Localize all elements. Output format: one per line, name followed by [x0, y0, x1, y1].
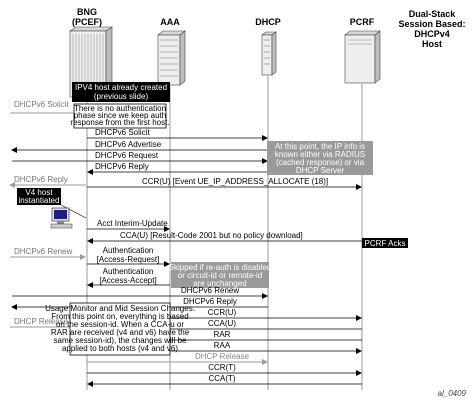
usage-monitor-note [69, 302, 171, 356]
aaa-label: AAA [160, 17, 180, 27]
host-label-3: DHCPv4 [414, 29, 450, 39]
ip-info-note [267, 141, 373, 175]
ipv4-host-note-line1: IPV4 host already created [75, 83, 167, 92]
v4-host-note-line1: V4 host [25, 188, 53, 197]
bng-sublabel: (PCEF) [72, 17, 102, 27]
auth-accept-label-2: [Access-Accept] [99, 276, 156, 285]
pcrf-server-icon [344, 30, 381, 84]
dhcpv6-solicit-host-label: DHCPv6 Solicit [14, 100, 69, 109]
dhcpv6-renew-host-label: DHCPv6 Renew [14, 247, 72, 256]
ccr-u-label: CCR(U) [208, 308, 237, 317]
skipped-note-line2: or circuit-id or remote-id [178, 271, 262, 280]
skipped-note-line3: are unchanged [193, 279, 246, 288]
host-label-4: Host [422, 39, 442, 49]
dhcpv6-reply-label: DHCPv6 Reply [95, 162, 149, 171]
ccr-event-label: CCR(U) [Event UE_IP_ADDRESS_ALLOCATE (18… [142, 177, 328, 186]
dhcpv6-solicit-label: DHCPv6 Solicit [95, 128, 150, 137]
host-label-2: Session Based: [398, 19, 465, 29]
ip-info-note-line4: DHCP Server [296, 166, 345, 175]
v4-host-note-line2: instantiated [19, 196, 60, 205]
ipv4-host-note [72, 82, 170, 102]
auth-accept-label-1: Authentication [103, 267, 154, 276]
v4-host-note [17, 188, 61, 205]
usage-monitor-line3: on the session-id. When a CCA-u or [56, 320, 184, 329]
ip-info-note-line1: At this point, the IP info is [275, 142, 365, 151]
auth-request-label-1: Authentication [103, 246, 154, 255]
pcrf-acks-text: PCRF Acks [365, 239, 406, 248]
dhcp-server-icon [261, 31, 277, 76]
host-label-1: Dual-Stack [409, 9, 457, 19]
ipv4-host-note-line2: (previous slide) [94, 92, 149, 101]
no-auth-note-line1: There is no authentication [74, 104, 166, 113]
cca-result-label: CCA(U) [Result-Code 2001 but no policy d… [120, 231, 303, 240]
acct-interim-label: Acct Interim-Update [97, 219, 168, 228]
no-auth-note-line3: response from the first host. [70, 118, 169, 127]
cca-u-label: CCA(U) [208, 319, 236, 328]
no-auth-note [73, 103, 167, 129]
aaa-server-icon [157, 30, 186, 86]
dhcp-release-host-label: DHCP Release [14, 317, 69, 326]
skipped-note-line1: Skipped if re-auth is disabled [169, 263, 272, 272]
usage-monitor-line6: applied to both hosts (v4 and v6) [62, 344, 178, 353]
v4-host-connector [60, 204, 87, 219]
pcrf-label: PCRF [350, 17, 375, 27]
computer-icon [50, 207, 73, 229]
raa-label: RAA [214, 341, 231, 350]
usage-monitor-line1: Usage Monitor and Mid Session Changes. [45, 304, 195, 313]
pcrf-acks-note [362, 238, 408, 248]
dhcpv6-renew-label: DHCPv6 Renew [181, 286, 239, 295]
usage-monitor-line5: same session-id), the changes will be [54, 336, 188, 345]
ip-info-note-line3: (cached response) or via [276, 158, 365, 167]
figure-id: al_0409 [438, 389, 467, 398]
skipped-note [171, 262, 269, 288]
usage-monitor-line4: RAR are received (v4 and v6) have the [51, 328, 190, 337]
dhcp-release-label: DHCP Release [195, 352, 250, 361]
ip-info-note-line2: known either via RADIUS [275, 150, 365, 159]
auth-request-label-2: [Access-Request] [97, 255, 160, 264]
dhcpv6-reply2-label: DHCPv6 Reply [183, 297, 237, 306]
dhcpv6-request-label: DHCPv6 Request [95, 151, 159, 160]
rar-label: RAR [214, 330, 231, 339]
bng-label: BNG [77, 7, 97, 17]
no-auth-note-line2: phase since we keep auth [74, 111, 167, 120]
usage-monitor-line2: From this point on, everything is based [51, 312, 188, 321]
ccr-t-label: CCR(T) [208, 363, 236, 372]
dhcpv6-reply-host-label: DHCPv6 Reply [14, 175, 68, 184]
dhcpv6-advertise-label: DHCPv6 Advertise [95, 140, 162, 149]
dhcp-label: DHCP [255, 17, 281, 27]
cca-t-label: CCA(T) [208, 374, 235, 383]
